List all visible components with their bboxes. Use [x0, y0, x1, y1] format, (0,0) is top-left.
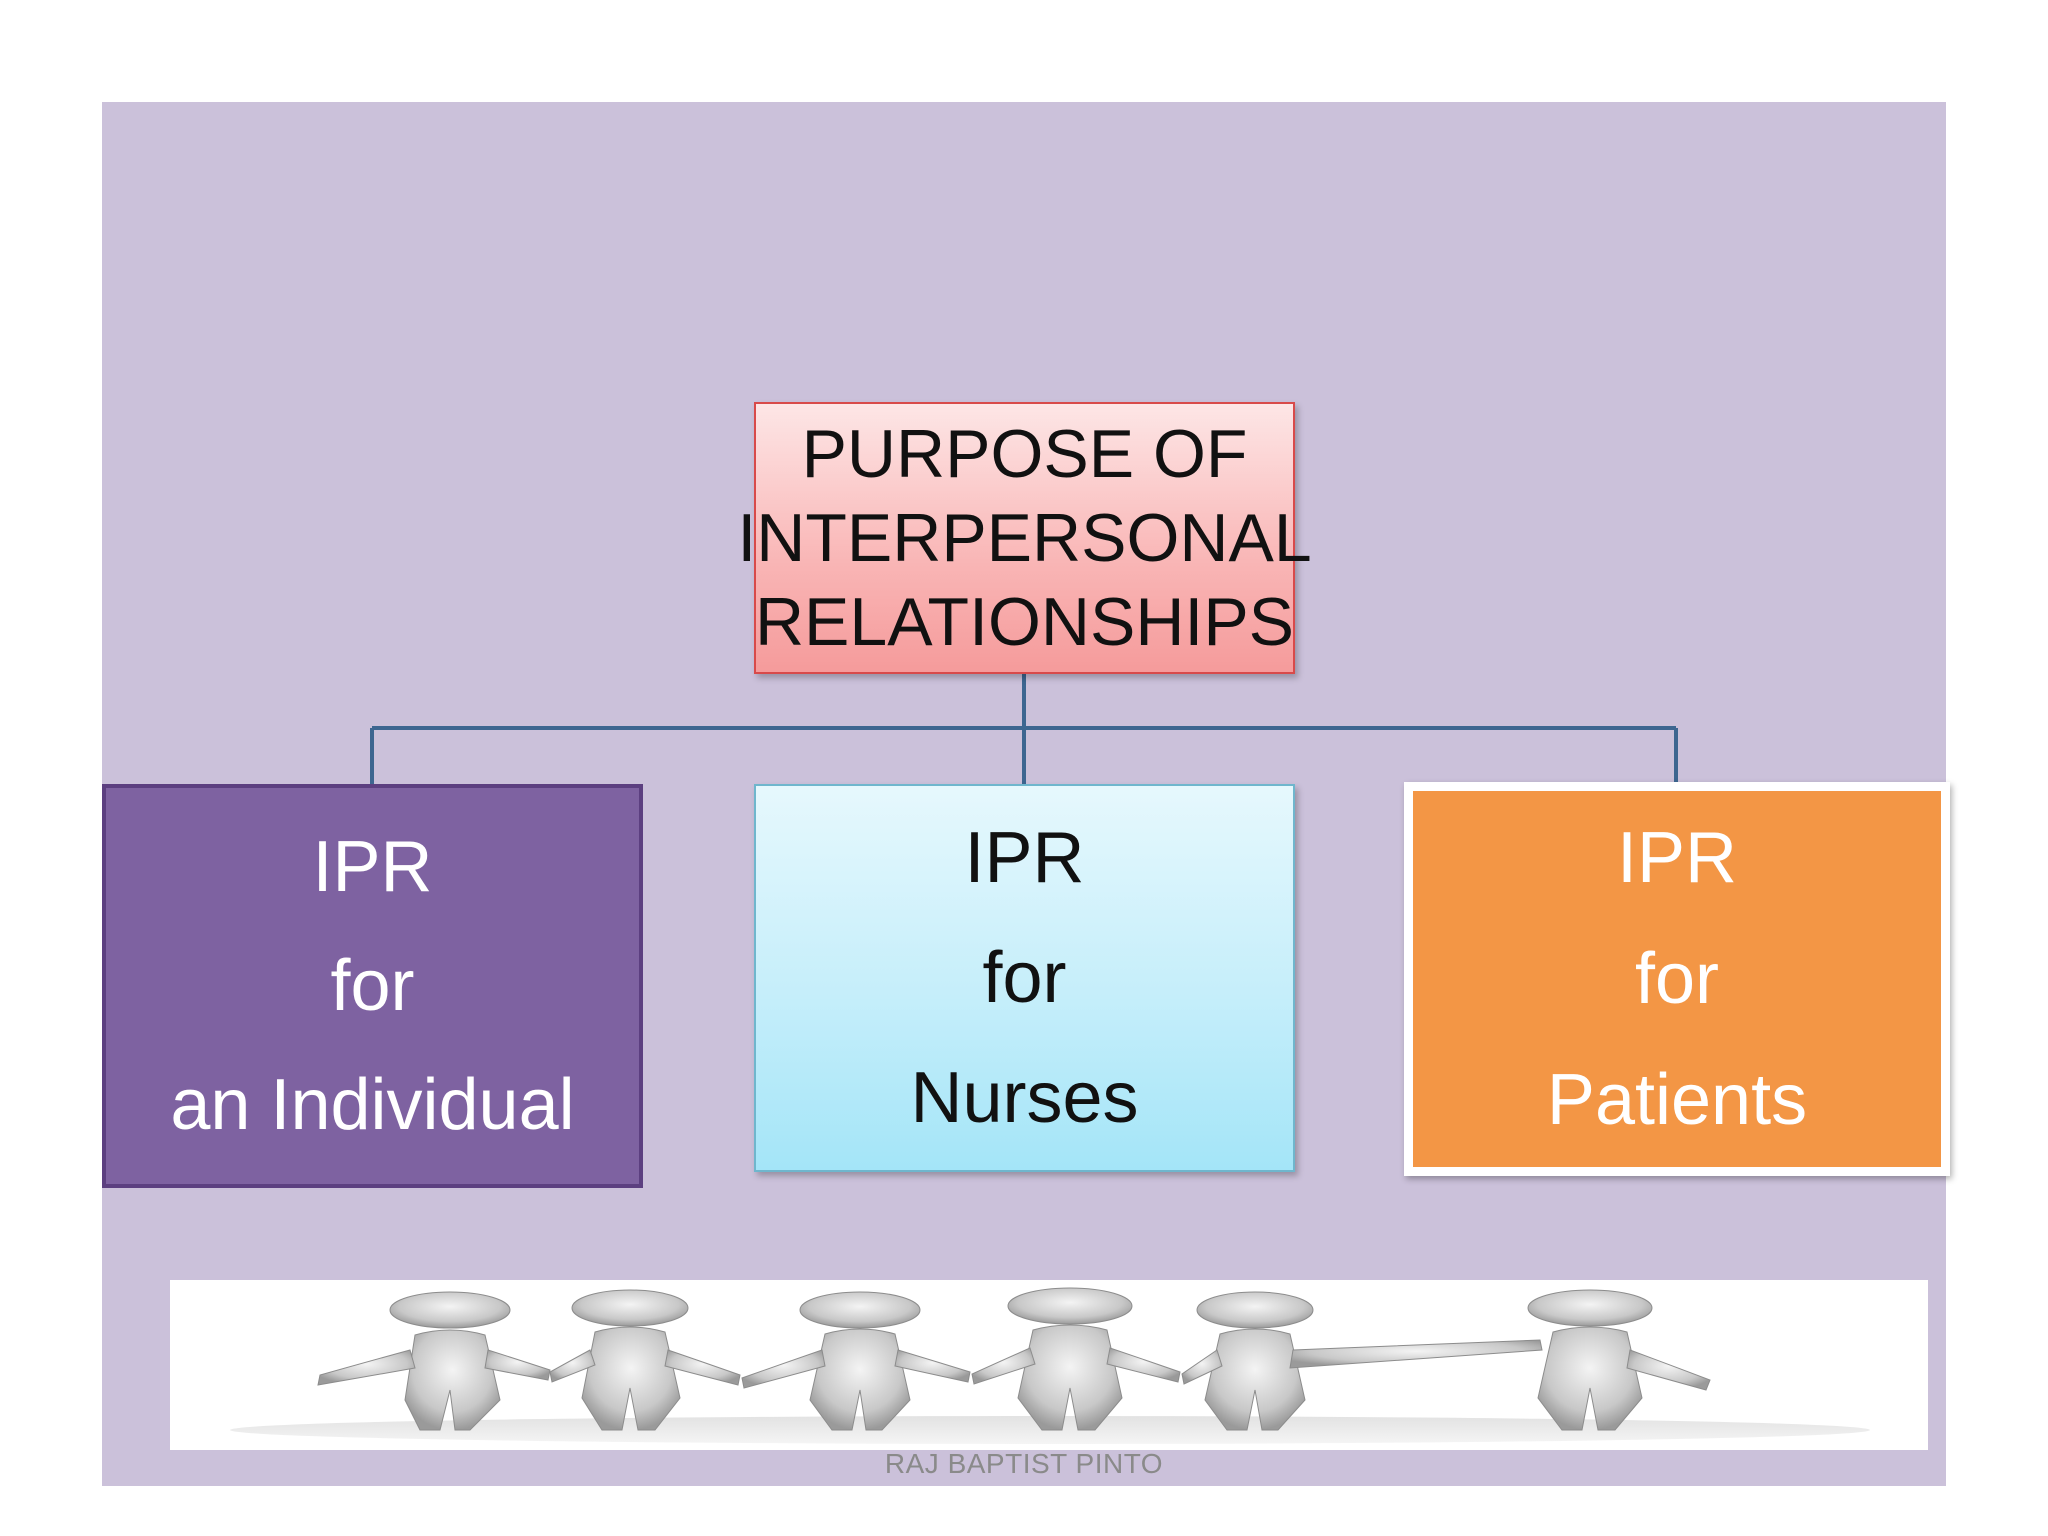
footer-author: RAJ BAPTIST PINTO [884, 1448, 1164, 1479]
child-patients-line-3: Patients [1546, 1060, 1808, 1141]
child-nurses-line-1: IPR [964, 818, 1085, 898]
child-nurses-line-3: Nurses [910, 1058, 1139, 1138]
child-individual-line-3: an Individual [170, 1064, 575, 1145]
root-line-1: PURPOSE OF [801, 416, 1248, 492]
child-patients-line-2: for [1634, 938, 1720, 1019]
root-line-2: INTERPERSONAL [737, 500, 1312, 576]
child-individual-line-2: for [330, 945, 415, 1026]
child-node-nurses: IPR for Nurses [754, 784, 1295, 1172]
people-holding-hands-icon [170, 1280, 1928, 1450]
child-patients-line-1: IPR [1616, 817, 1738, 898]
child-node-patients: IPR for Patients [1404, 782, 1950, 1176]
root-node-purpose: PURPOSE OF INTERPERSONAL RELATIONSHIPS [737, 402, 1312, 674]
child-node-individual: IPR for an Individual [102, 784, 643, 1188]
child-individual-line-1: IPR [312, 827, 433, 908]
child-nurses-line-2: for [982, 938, 1067, 1018]
root-line-3: RELATIONSHIPS [754, 584, 1295, 660]
